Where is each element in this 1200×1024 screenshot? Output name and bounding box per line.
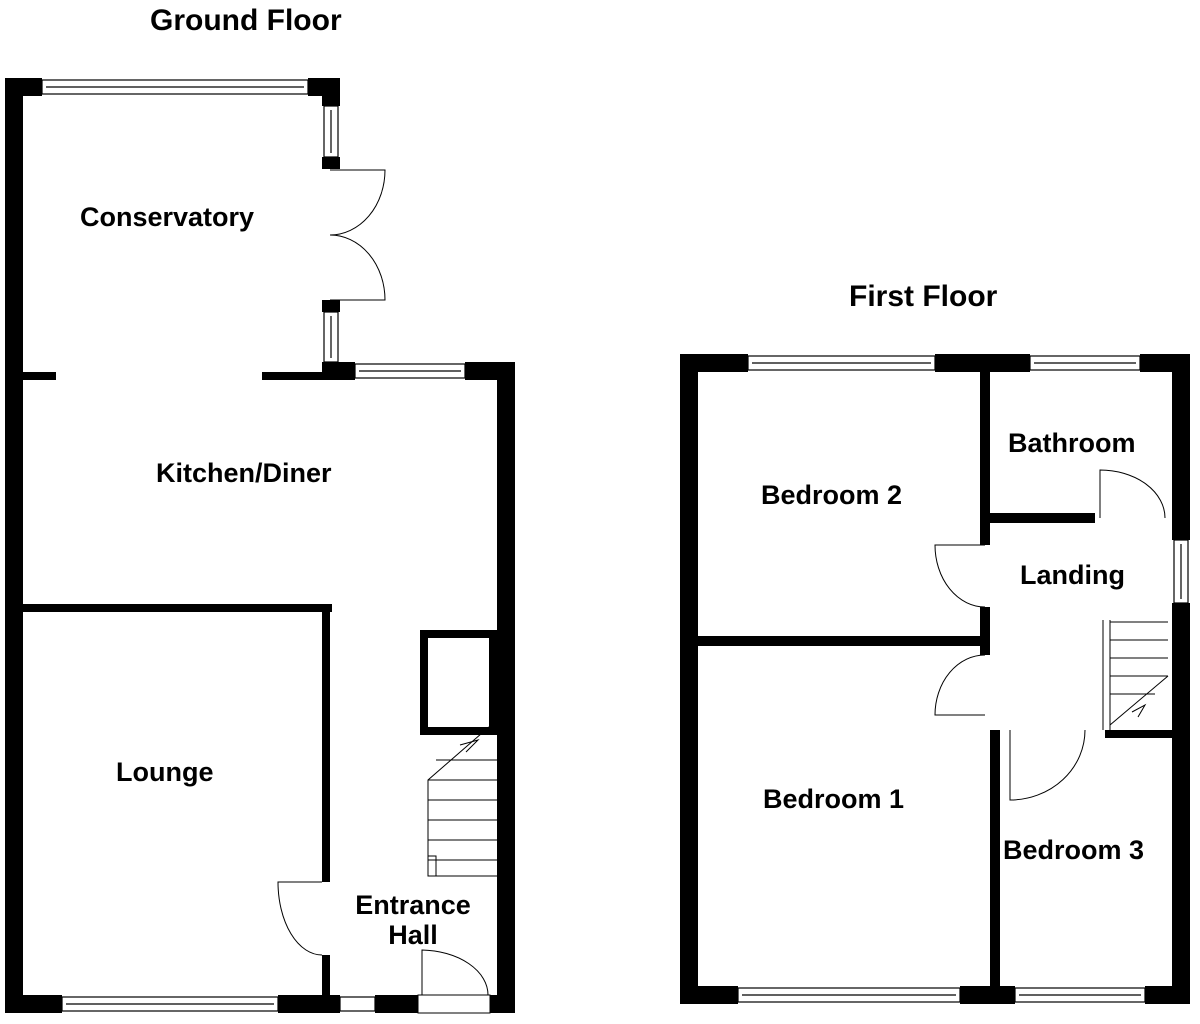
room-label-entrance-hall: Entrance Hall — [348, 890, 478, 950]
room-label-kitchen-diner: Kitchen/Diner — [156, 458, 332, 488]
room-label-entrance-hall-line2: Hall — [388, 920, 438, 950]
room-label-conservatory: Conservatory — [80, 202, 255, 232]
first-floor-title: First Floor — [849, 280, 998, 313]
room-label-bedroom-2: Bedroom 2 — [761, 480, 903, 510]
first-floor-walls — [680, 354, 1190, 1004]
room-label-landing: Landing — [1020, 560, 1125, 590]
ground-floor-stairs — [427, 719, 498, 877]
first-floor-doors — [934, 469, 1166, 801]
room-label-lounge: Lounge — [116, 757, 214, 787]
ground-floor-walls — [5, 78, 515, 1013]
room-label-bedroom-1: Bedroom 1 — [763, 784, 905, 814]
first-floor-windows — [737, 355, 1189, 1003]
first-floor-stairs — [1102, 620, 1169, 730]
room-label-bathroom: Bathroom — [1008, 428, 1136, 458]
ground-floor-doors — [277, 169, 491, 1014]
room-label-bedroom-3: Bedroom 3 — [1003, 835, 1145, 865]
ground-floor-title: Ground Floor — [150, 4, 342, 37]
room-label-entrance-hall-line1: Entrance — [355, 890, 471, 920]
ground-floor-windows — [41, 79, 466, 1012]
